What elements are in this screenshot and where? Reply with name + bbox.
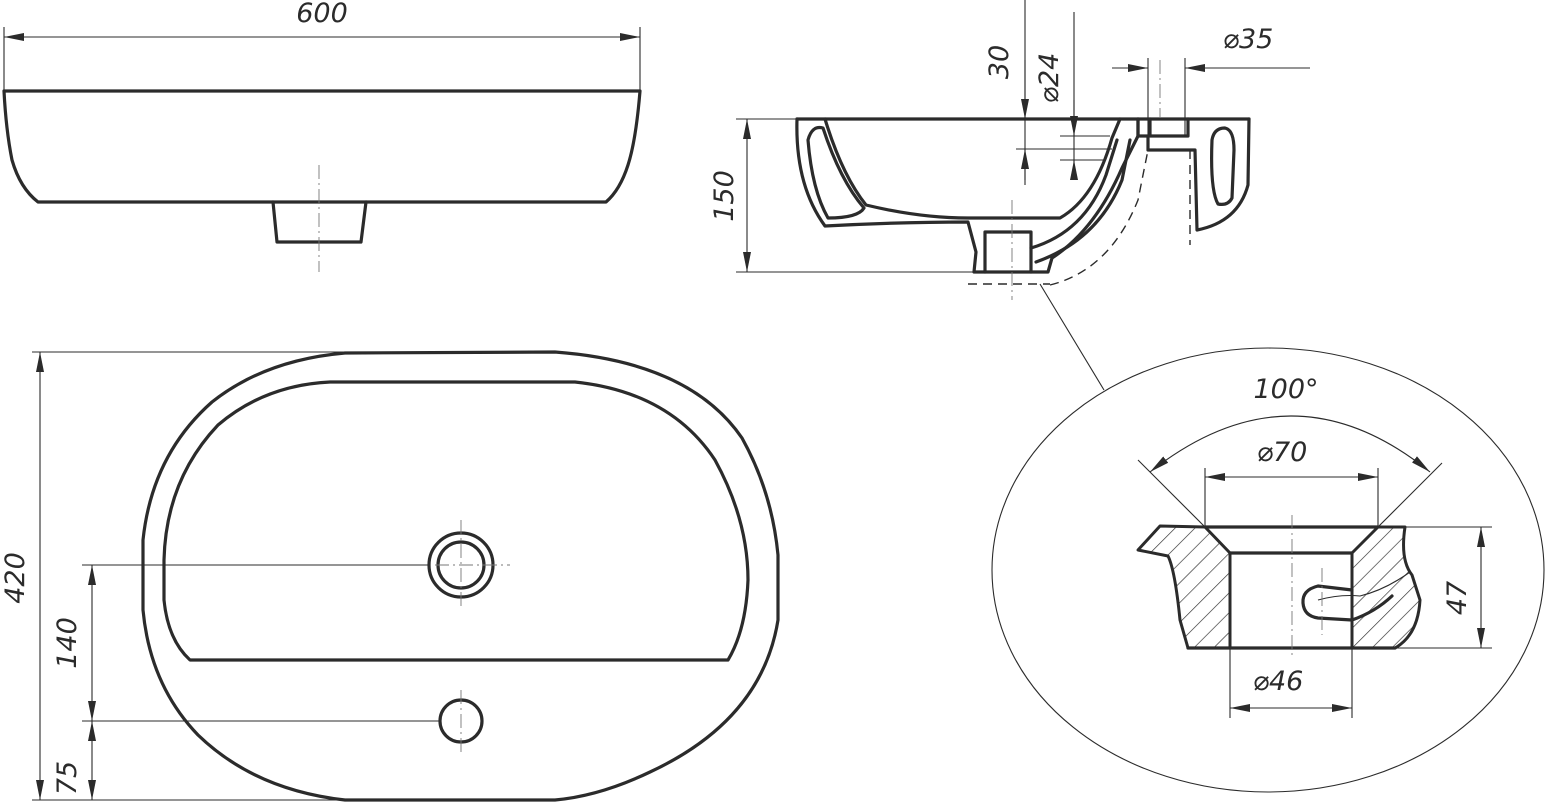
front-view-drain-outlet: [271, 200, 368, 244]
front-view: 600: [2, 0, 642, 272]
dim-100-label: 100°: [1253, 374, 1318, 405]
dim-30-label: 30: [984, 45, 1015, 79]
detail-left-hatched-section: [1136, 524, 1232, 650]
section-right-block: [1136, 117, 1251, 232]
dim-75-label: 75: [52, 761, 83, 795]
section-overflow-channel: [1029, 138, 1132, 264]
detail-ellipse: [991, 347, 1545, 793]
dim-150-label: 150: [709, 170, 740, 222]
dim-140-label: 140: [52, 617, 83, 669]
section-left-rim-cavity: [806, 125, 866, 220]
top-view-inner-bowl: [162, 380, 750, 662]
detail-overflow-slot: [1301, 584, 1394, 622]
dim-47-label: 47: [1442, 581, 1473, 615]
dim-600-label: 600: [296, 0, 348, 29]
detail-overflow-center: [1317, 571, 1411, 601]
top-view: 420 140 75: [0, 350, 780, 802]
dim-70-label: ⌀70: [1257, 437, 1308, 468]
dim-100-arc: [1149, 415, 1431, 473]
dim-420-label: 420: [0, 552, 31, 604]
dim-46-label: ⌀46: [1253, 666, 1304, 697]
section-view: 150 30 ⌀24 ⌀35: [709, 0, 1310, 391]
section-hidden-overflow-line: [1049, 149, 1149, 286]
detail-leader-line: [1039, 283, 1105, 391]
section-outer-left-wall: [795, 117, 1140, 274]
detail-right-hatched-section: [1350, 525, 1422, 650]
dim-100-extension-right: [1377, 462, 1443, 528]
dim-35-label: ⌀35: [1223, 24, 1274, 55]
section-inner-bowl: [823, 117, 1122, 220]
section-right-rim-cavity: [1210, 126, 1236, 206]
front-view-basin-outline: [2, 89, 642, 204]
top-view-outer-outline: [141, 350, 780, 802]
dim-24-label: ⌀24: [1034, 53, 1065, 104]
section-overflow-hole: [1148, 117, 1190, 138]
dim-100-extension-left: [1137, 459, 1206, 528]
detail-view: 100° ⌀70 47 ⌀46: [991, 347, 1545, 793]
section-drain-neck: [983, 230, 1033, 274]
